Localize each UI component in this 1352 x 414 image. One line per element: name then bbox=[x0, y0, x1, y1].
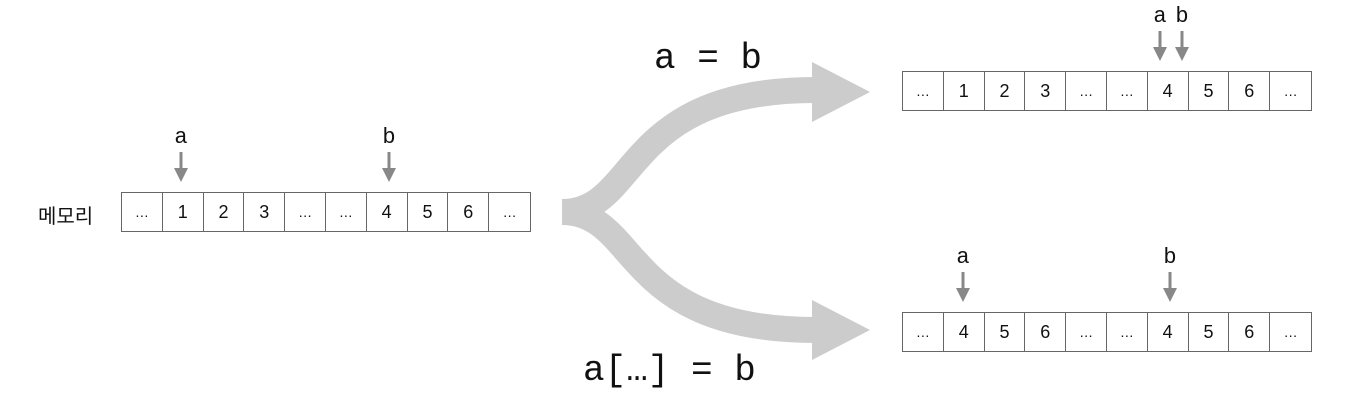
memory-cell: … bbox=[326, 193, 367, 231]
top-pointer-b: b bbox=[1172, 5, 1192, 61]
down-arrow-icon bbox=[382, 152, 396, 182]
memory-cell: … bbox=[502, 204, 517, 220]
memory-cell: 5 bbox=[1189, 313, 1230, 351]
memory-cell: … bbox=[1066, 72, 1107, 110]
memory-cell: … bbox=[1107, 313, 1148, 351]
memory-cell: 6 bbox=[1025, 313, 1067, 351]
memory-cell: … bbox=[903, 313, 944, 351]
down-arrow-icon bbox=[1153, 31, 1167, 61]
memory-cell: … bbox=[1283, 324, 1298, 340]
memory-cell: … bbox=[903, 72, 944, 110]
pointer-a-label: a bbox=[956, 245, 970, 270]
pointer-b-label: b bbox=[382, 125, 396, 150]
source-pointer-a: a bbox=[171, 126, 191, 182]
memory-cell: 6 bbox=[1229, 72, 1271, 110]
top-pointer-a: a bbox=[1150, 5, 1170, 61]
down-arrow-icon bbox=[956, 272, 970, 302]
pointer-b-label: b bbox=[1175, 4, 1189, 29]
assign-operation-label: a = b bbox=[654, 38, 763, 79]
memory-cell: … bbox=[1107, 72, 1148, 110]
pointer-a-label: a bbox=[1153, 4, 1167, 29]
memory-cell: … bbox=[1283, 83, 1298, 99]
pointer-b-label: b bbox=[1163, 245, 1177, 270]
bottom-pointer-a: a bbox=[953, 246, 973, 302]
down-arrow-icon bbox=[1175, 31, 1189, 61]
memory-cell: 6 bbox=[448, 193, 490, 231]
source-pointer-b: b bbox=[379, 126, 399, 182]
bottom-flow-arrowhead bbox=[812, 300, 870, 360]
down-arrow-icon bbox=[174, 152, 188, 182]
memory-cell: 5 bbox=[985, 313, 1026, 351]
bottom-pointer-b: b bbox=[1160, 246, 1180, 302]
memory-cell: 1 bbox=[944, 72, 985, 110]
top-flow-curve bbox=[561, 77, 816, 225]
memory-cell: 2 bbox=[204, 193, 245, 231]
slice-assign-operation-label: a[…] = b bbox=[583, 350, 756, 391]
memory-cell: 3 bbox=[244, 193, 286, 231]
memory-cell: … bbox=[285, 193, 326, 231]
memory-cell: 4 bbox=[1148, 72, 1189, 110]
pointer-a-label: a bbox=[174, 125, 188, 150]
memory-cell: 1 bbox=[163, 193, 204, 231]
memory-label: 메모리 bbox=[38, 204, 94, 228]
down-arrow-icon bbox=[1163, 272, 1177, 302]
memory-cell: … bbox=[122, 193, 163, 231]
memory-cell: … bbox=[1066, 313, 1107, 351]
memory-cell: 4 bbox=[1148, 313, 1189, 351]
memory-cell: 5 bbox=[1189, 72, 1230, 110]
memory-cell: 4 bbox=[367, 193, 408, 231]
memory-cell: 5 bbox=[408, 193, 449, 231]
memory-cell: 2 bbox=[985, 72, 1026, 110]
memory-cell: 3 bbox=[1025, 72, 1067, 110]
memory-cell: 6 bbox=[1229, 313, 1271, 351]
top-flow-arrowhead bbox=[812, 62, 870, 122]
memory-cell: 4 bbox=[944, 313, 985, 351]
bottom-flow-curve bbox=[561, 199, 816, 343]
